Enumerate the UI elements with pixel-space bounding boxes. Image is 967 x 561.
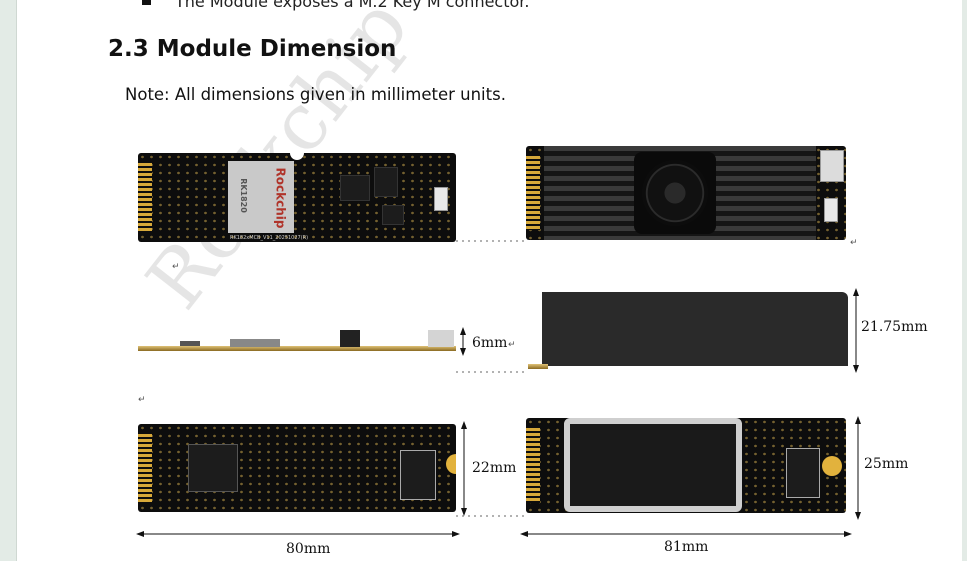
module-heatsink-top-view [526, 146, 846, 240]
gold-finger-connector-2 [526, 156, 540, 230]
dim-board-width: 22mm [472, 460, 517, 476]
board-label: RK182xMCB_V11_20251027(R) [230, 235, 309, 241]
module-heatsink-bottom-view [526, 418, 846, 513]
bullet-item: The Module exposes a M.2 Key M connector… [142, 0, 529, 11]
module-heatsink-side-board [528, 364, 548, 369]
dim-heatsink-height: 21.75mm [861, 319, 928, 335]
fan-connector [434, 187, 448, 211]
section-title: 2.3 Module Dimension [108, 36, 397, 62]
bullet-text: The Module exposes a M.2 Key M connector… [175, 0, 530, 11]
heatsink-top [544, 146, 816, 240]
gold-finger-connector-4 [526, 428, 540, 503]
paragraph-mark: ↵ [138, 395, 146, 405]
dim-board-length: 80mm [286, 541, 331, 557]
dim-heatsink-width: 25mm [864, 456, 909, 472]
bullet-square-icon [142, 0, 151, 5]
module-side-view [138, 346, 456, 351]
gold-finger-connector-3 [138, 434, 152, 502]
paragraph-mark: ↵ [172, 262, 180, 272]
right-margin-rail [962, 0, 967, 561]
module-top-view: Rockchip RK1820 RK182xMCB_V11_20251027(R… [138, 153, 456, 242]
paragraph-mark: ↵ [508, 340, 516, 350]
heatsink-side-view [542, 292, 848, 366]
metal-shield [564, 418, 742, 512]
fan-connector-2 [824, 198, 838, 222]
gold-finger-connector [138, 163, 152, 232]
left-margin-line [16, 0, 17, 561]
fan-icon [634, 152, 716, 234]
soc-chip: Rockchip RK1820 [228, 161, 294, 233]
paragraph-mark: ↵ [850, 238, 858, 248]
dim-side-height: 6mm [472, 335, 508, 351]
dim-heatsink-length: 81mm [664, 539, 709, 555]
left-margin-rail [0, 0, 16, 561]
note-text: Note: All dimensions given in millimeter… [125, 85, 506, 104]
module-bottom-view [138, 424, 456, 512]
